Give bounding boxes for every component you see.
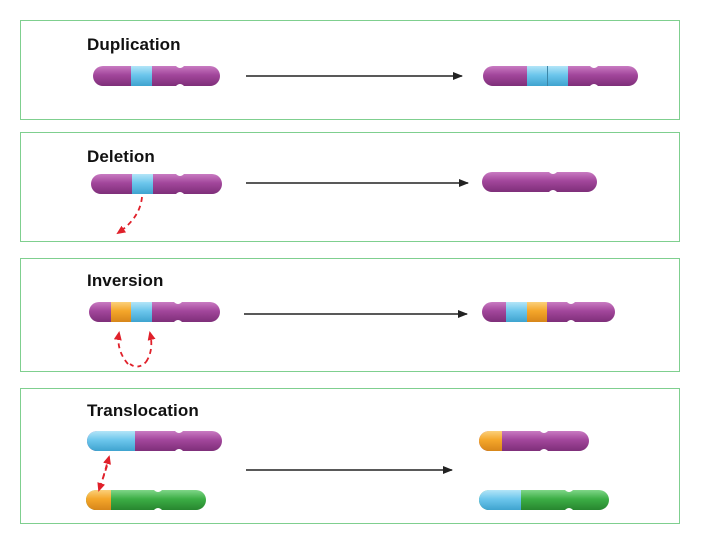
deletion-title: Deletion <box>87 147 155 166</box>
duplication-title: Duplication <box>87 35 181 54</box>
translocation-swap-arrow-down <box>97 465 108 492</box>
inversion-swap-arrow-left <box>113 331 129 365</box>
inversion-original-chromosome <box>89 302 220 322</box>
translocation-result-chromosome-purple <box>479 431 589 451</box>
inversion-swap-arrow-right <box>145 331 156 363</box>
translocation-result-chromosome-green <box>479 490 609 510</box>
duplication-result-chromosome <box>483 66 638 86</box>
deletion-removal-arrow <box>116 196 143 235</box>
duplication-original-chromosome <box>93 66 220 86</box>
inversion-title: Inversion <box>87 271 164 290</box>
inversion-result-chromosome <box>482 302 615 322</box>
translocation-original-chromosome-green <box>86 490 206 510</box>
deletion-result-chromosome <box>482 172 597 192</box>
inversion-swap-arrow-bottom <box>129 361 147 368</box>
translocation-title: Translocation <box>87 401 199 420</box>
deletion-original-chromosome <box>91 174 222 194</box>
translocation-original-chromosome-purple <box>87 431 222 451</box>
